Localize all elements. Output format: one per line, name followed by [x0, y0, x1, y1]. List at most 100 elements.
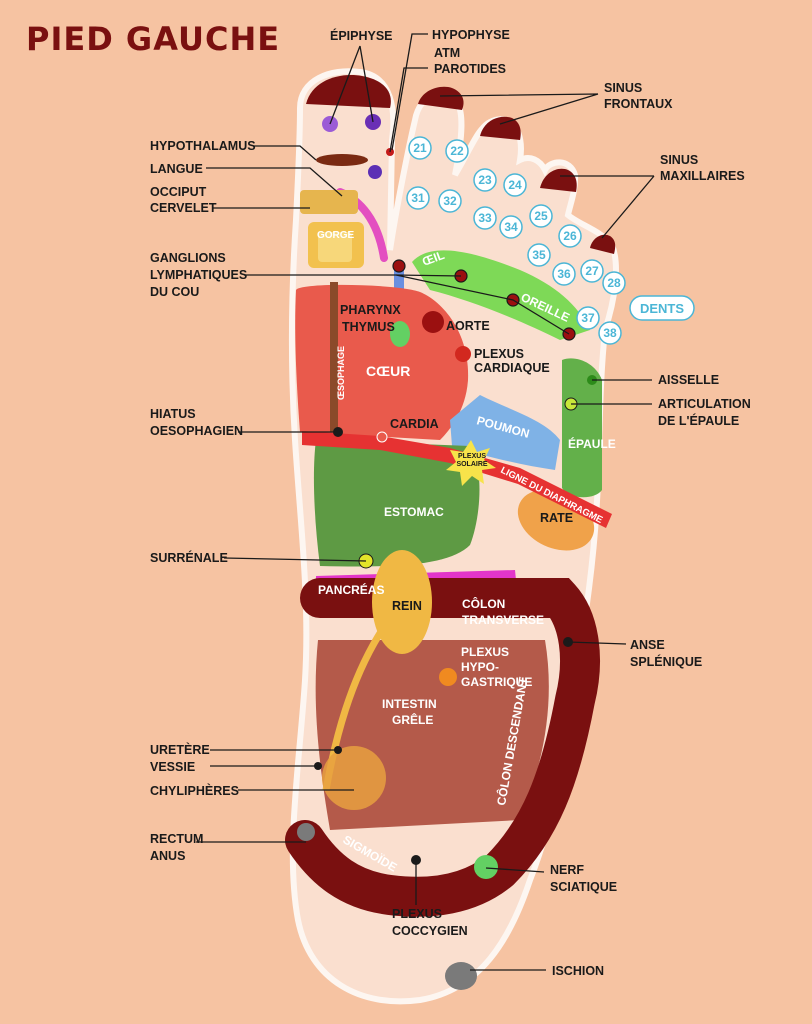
tooth-32: 32	[438, 189, 462, 213]
rate-label: RATE	[540, 511, 573, 525]
vessie-zone	[322, 746, 386, 810]
anse-label-1: ANSE	[630, 638, 665, 652]
intestin-label-1: INTESTIN	[382, 697, 437, 711]
hypophyse-label: HYPOPHYSE	[432, 28, 510, 42]
svg-text:34: 34	[504, 220, 518, 234]
sinus-maxillaires-label-2: MAXILLAIRES	[660, 169, 745, 183]
svg-text:DENTS: DENTS	[640, 301, 684, 316]
aorte-label: AORTE	[446, 319, 490, 333]
svg-text:23: 23	[478, 173, 492, 187]
plexus-hypo-label-2: HYPO-	[461, 660, 499, 674]
parotides-label: PAROTIDES	[434, 62, 506, 76]
svg-text:26: 26	[563, 229, 577, 243]
rein-label: REIN	[392, 599, 422, 613]
rectum-point	[297, 823, 315, 841]
coccygien-label-2: COCCYGIEN	[392, 924, 468, 938]
rein-zone	[372, 550, 432, 654]
tooth-31: 31	[406, 186, 430, 210]
teeth-numbers: 21 22 31 32 23 24 33 34 25 26 35 36 27 2…	[406, 136, 626, 345]
colon-zone	[285, 578, 600, 917]
gorge-label: GORGE	[317, 230, 355, 241]
nerf-label-1: NERF	[550, 863, 584, 877]
langue-label: LANGUE	[150, 162, 203, 176]
thymus-label: THYMUS	[342, 320, 395, 334]
vessie-label: VESSIE	[150, 760, 195, 774]
big-toe-zones	[300, 114, 404, 310]
svg-text:28: 28	[607, 276, 621, 290]
aorte-zone	[422, 311, 444, 333]
estomac-zone	[313, 440, 480, 567]
epaule-zone	[562, 358, 602, 498]
occiput-zone	[300, 190, 358, 214]
surrenale-label: SURRÉNALE	[150, 550, 228, 565]
ganglions-label-1: GANGLIONS	[150, 251, 226, 265]
intestin-label-2: GRÊLE	[392, 712, 433, 727]
outer-labels: ÉPIPHYSE HYPOPHYSE ATM PAROTIDES SINUS F…	[150, 28, 751, 978]
tooth-24: 24	[503, 173, 527, 197]
svg-text:24: 24	[508, 178, 522, 192]
hiatus-label-1: HIATUS	[150, 407, 196, 421]
svg-text:32: 32	[443, 194, 457, 208]
colon-transverse-label-1: CÔLON	[462, 596, 505, 611]
tooth-37: 37	[576, 306, 600, 330]
hypothalamus-label: HYPOTHALAMUS	[150, 139, 256, 153]
svg-text:37: 37	[581, 311, 595, 325]
leader-lines	[196, 33, 655, 971]
tooth-33: 33	[473, 206, 497, 230]
svg-text:25: 25	[534, 209, 548, 223]
tooth-27: 27	[580, 259, 604, 283]
uretere-label: URETÈRE	[150, 742, 210, 757]
svg-text:22: 22	[450, 144, 464, 158]
sinus-maxillaires-label-1: SINUS	[660, 153, 698, 167]
thymus-zone	[390, 321, 410, 347]
svg-text:35: 35	[532, 248, 546, 262]
tooth-25: 25	[529, 204, 553, 228]
tooth-23: 23	[473, 168, 497, 192]
tooth-35: 35	[527, 243, 551, 267]
plexus-solaire-star	[446, 440, 496, 486]
page-title: PIED GAUCHE	[26, 20, 281, 58]
svg-text:27: 27	[585, 264, 599, 278]
occiput-label-1: OCCIPUT	[150, 185, 207, 199]
chylipheres-label: CHYLIPHÈRES	[150, 783, 239, 798]
aisselle-label: AISSELLE	[658, 373, 719, 387]
coeur-label: CŒUR	[366, 363, 410, 379]
cardia-label: CARDIA	[390, 417, 439, 431]
colon-transverse-label-2: TRANSVERSE	[462, 613, 544, 627]
plexus-solaire-label-2: SOLAIRE	[456, 461, 487, 468]
tooth-26: 26	[558, 224, 582, 248]
tooth-38: 38	[598, 321, 622, 345]
svg-text:38: 38	[603, 326, 617, 340]
svg-text:33: 33	[478, 211, 492, 225]
plexus-hypo-label-3: GASTRIQUE	[461, 675, 532, 689]
plexus-hypogastrique-point	[439, 668, 457, 686]
anus-label: ANUS	[150, 849, 185, 863]
epaule-label: ÉPAULE	[568, 436, 616, 451]
hiatus-label-2: OESOPHAGIEN	[150, 424, 243, 438]
estomac-label: ESTOMAC	[384, 505, 444, 519]
svg-text:36: 36	[557, 267, 571, 281]
plexus-cardiaque-label-2: CARDIAQUE	[474, 361, 550, 375]
sinus-toe-caps	[306, 75, 616, 254]
svg-text:31: 31	[411, 191, 425, 205]
tooth-22: 22	[445, 139, 469, 163]
epiphyse-label: ÉPIPHYSE	[330, 28, 393, 43]
nerf-label-2: SCIATIQUE	[550, 880, 617, 894]
plexus-cardiaque-label-1: PLEXUS	[474, 347, 524, 361]
tooth-21: 21	[408, 136, 432, 160]
svg-text:21: 21	[413, 141, 427, 155]
articulation-label-1: ARTICULATION	[658, 397, 751, 411]
ischion-label: ISCHION	[552, 964, 604, 978]
hypothalamus-zone	[316, 154, 368, 166]
ligne-diaphragme-zone	[302, 431, 612, 528]
rectum-label: RECTUM	[150, 832, 203, 846]
sinus-frontaux-label-1: SINUS	[604, 81, 642, 95]
oesophage-zone	[330, 282, 338, 432]
tooth-28: 28	[602, 271, 626, 295]
pancreas-label: PANCRÉAS	[318, 582, 384, 597]
tooth-34: 34	[499, 215, 523, 239]
anse-label-2: SPLÉNIQUE	[630, 654, 702, 669]
tooth-36: 36	[552, 262, 576, 286]
coccygien-label-1: PLEXUS	[392, 907, 442, 921]
